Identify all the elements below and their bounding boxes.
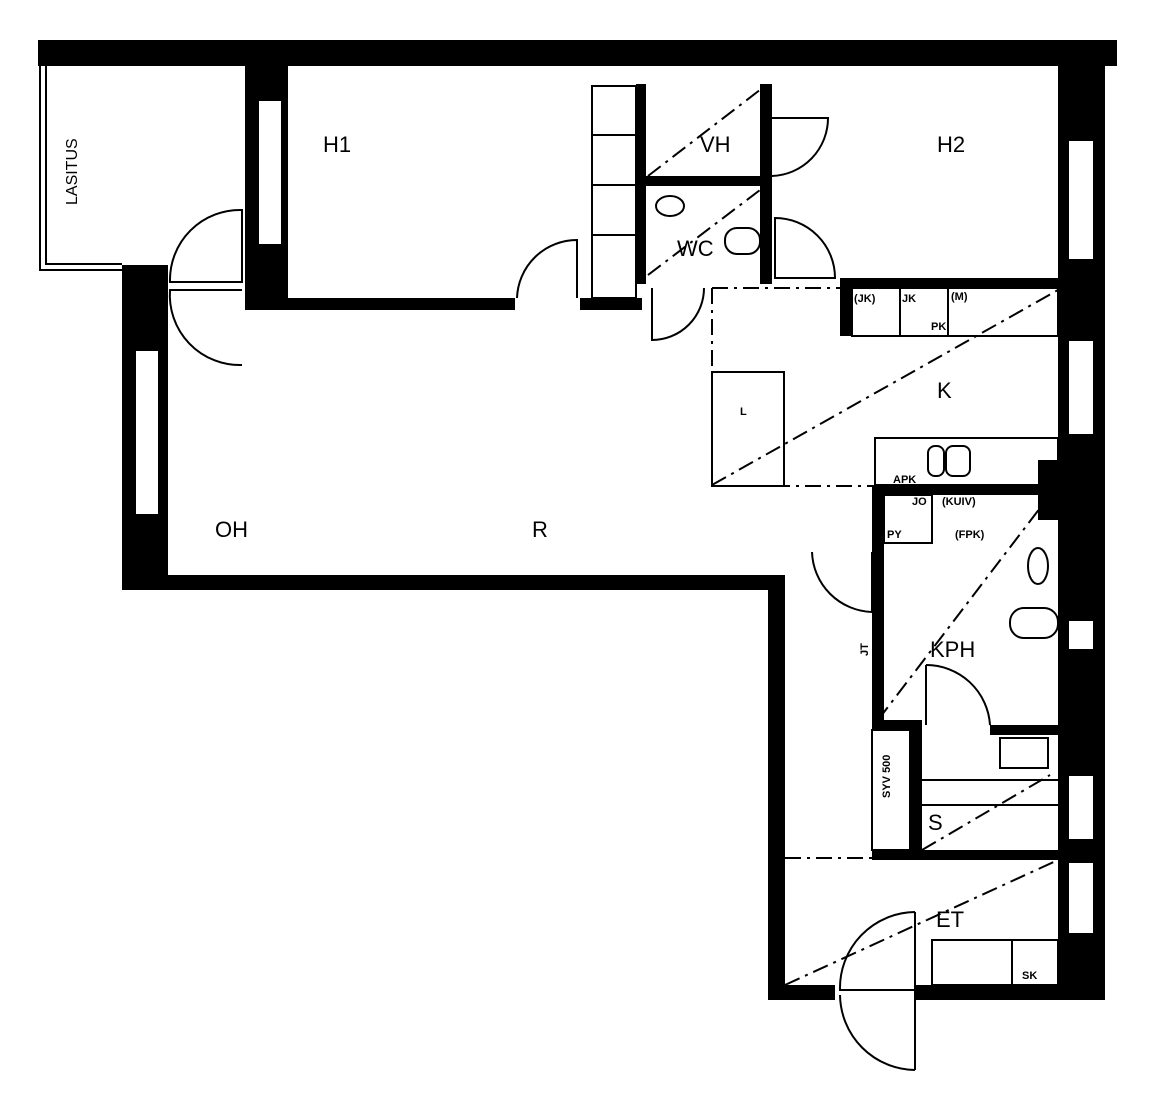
balcony-glazing [39,61,122,271]
room-label-h1: H1 [323,132,351,157]
fixture-label-jk: JK [902,293,916,305]
room-label-oh: OH [215,517,248,542]
room-label-lasitus: LASITUS [64,138,81,205]
fixture-label-l: L [740,406,747,418]
room-label-r: R [532,517,548,542]
room-label-vh: VH [700,132,731,157]
room-label-wc: WC [677,236,714,261]
fixture-label-syv: SYV 500 [881,755,893,798]
room-label-kph: KPH [930,637,975,662]
room-label-h2: H2 [937,132,965,157]
fixture-label-jt: JT [859,643,871,656]
fixture-label-apk: APK [893,474,916,486]
diagonal-markers [647,85,1059,986]
windows [134,99,1095,935]
fixture-label-fpk: (FPK) [955,529,985,541]
room-label-et: ET [936,907,964,932]
fixture-label-py: PY [887,529,902,541]
fixture-label-pk: PK [931,321,946,333]
doors [168,117,991,1071]
room-label-s: S [928,810,943,835]
room-label-k: K [937,378,952,403]
fixture-label-jk-paren: (JK) [854,293,876,305]
walls [38,40,1117,1000]
fixture-label-jo: JO [912,496,927,508]
fixture-label-sk: SK [1022,970,1037,982]
fixture-label-m: (M) [951,291,968,303]
fixture-label-kuiv: (KUIV) [942,496,976,508]
